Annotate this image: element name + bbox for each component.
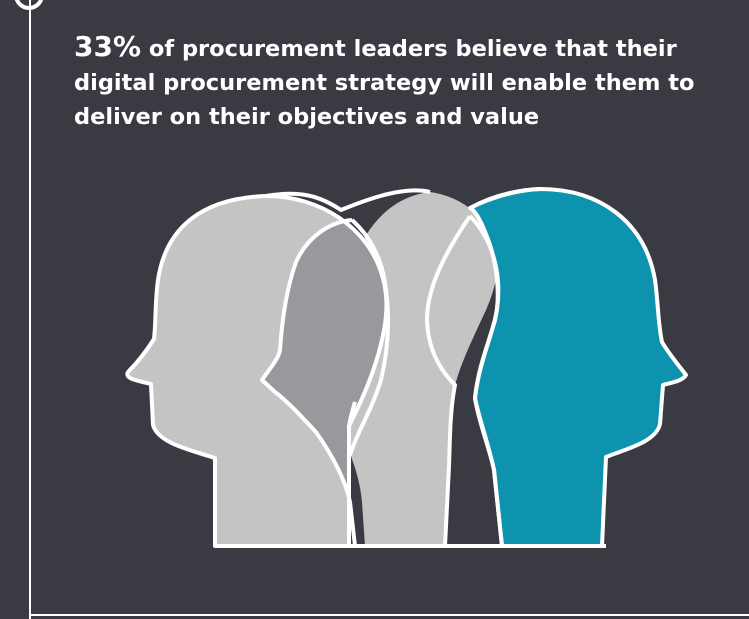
frame-line-left: [29, 0, 31, 619]
headline-text: of procurement leaders believe that thei…: [74, 36, 695, 130]
frame-line-bottom: [29, 614, 749, 616]
left-middle-overlap: [262, 220, 387, 546]
right-head-shape: [470, 189, 686, 546]
head-outlines: [125, 187, 688, 548]
headline: 33% of procurement leaders believe that …: [74, 30, 734, 134]
headline-stat: 33%: [74, 30, 142, 63]
